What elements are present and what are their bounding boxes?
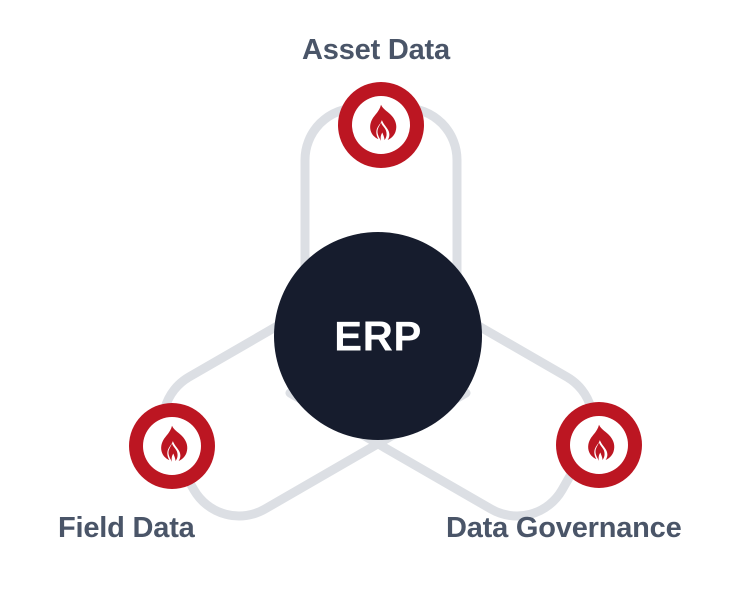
node-label-field-data: Field Data bbox=[58, 512, 195, 544]
node-label-asset-data: Asset Data bbox=[302, 34, 450, 66]
node-label-data-governance: Data Governance bbox=[446, 512, 682, 544]
erp-hub-node[interactable]: ERP bbox=[274, 232, 482, 440]
erp-hub-circle bbox=[274, 232, 482, 440]
erp-hub-label: ERP bbox=[334, 313, 422, 360]
node-badge-field-data[interactable] bbox=[129, 403, 215, 489]
node-badge-data-governance[interactable] bbox=[556, 402, 642, 488]
node-badge-asset-data[interactable] bbox=[338, 82, 424, 168]
